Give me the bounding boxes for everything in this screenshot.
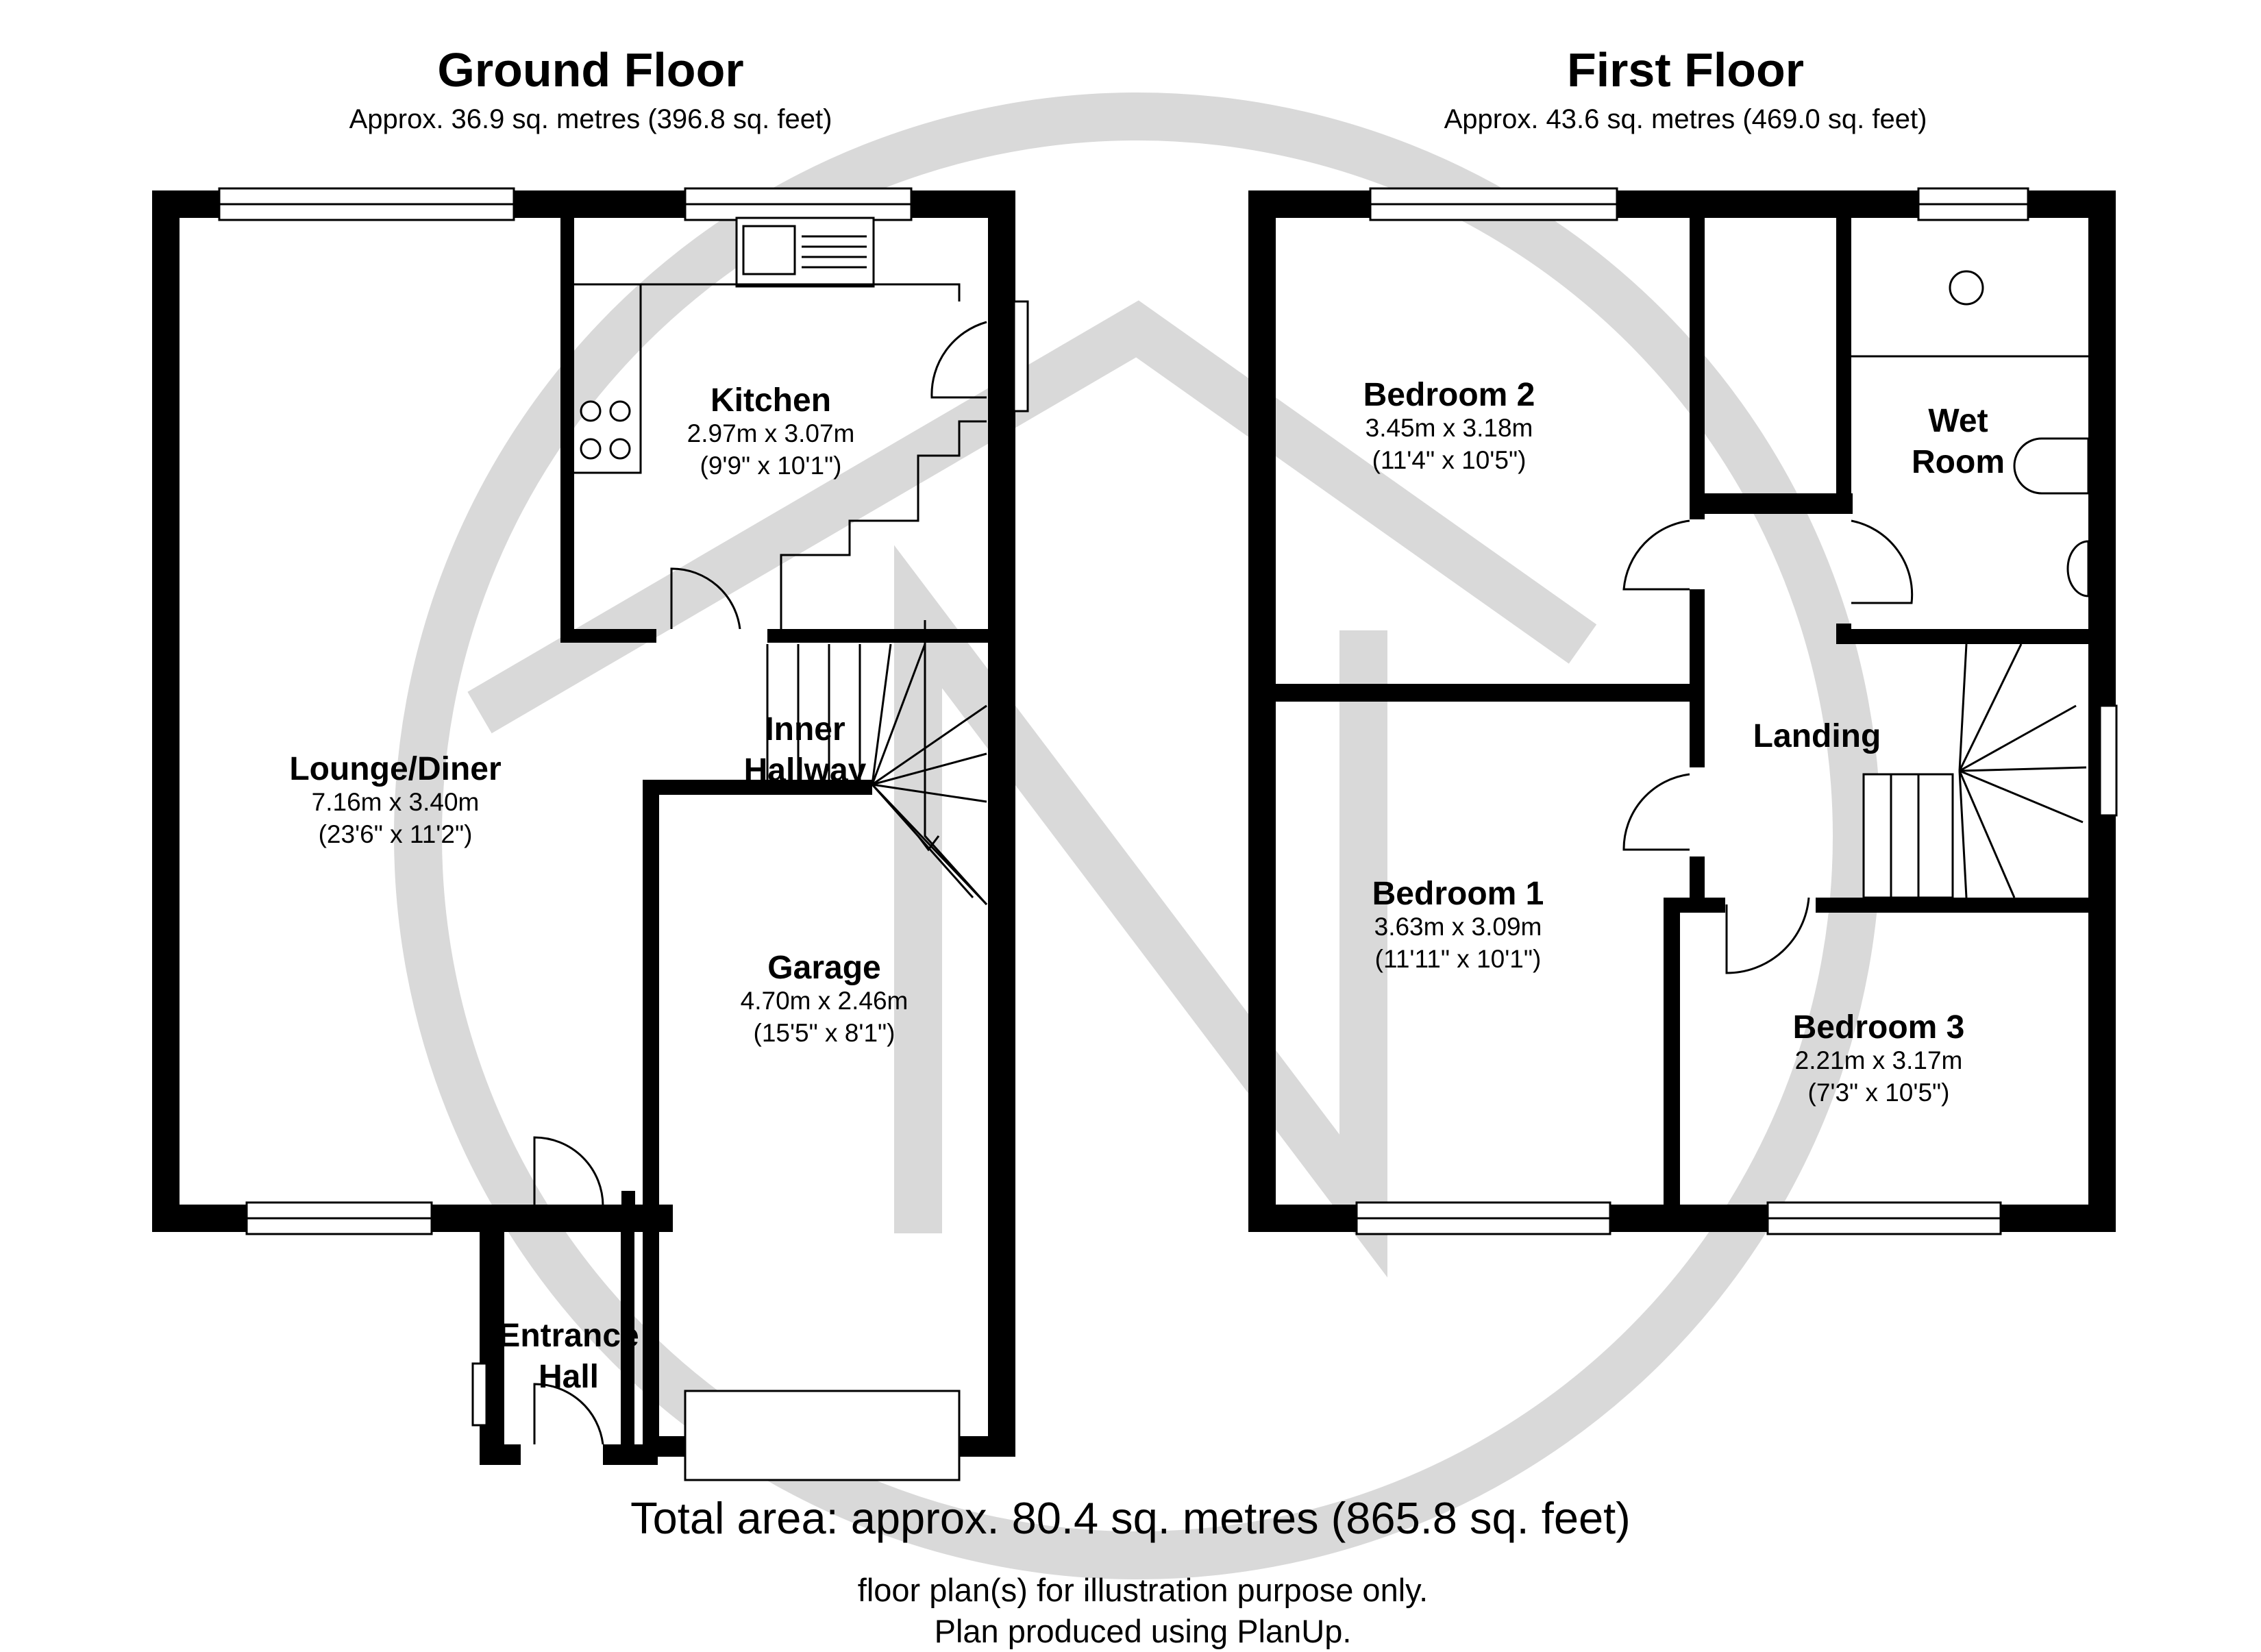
room-bedroom-2-name: Bedroom 2 bbox=[1363, 377, 1535, 413]
room-garage-imperial: (15'5" x 8'1") bbox=[753, 1018, 895, 1047]
room-wet-room: Wet Room bbox=[1912, 401, 2005, 483]
room-bedroom-3-imperial: (7'3" x 10'5") bbox=[1807, 1078, 1950, 1107]
room-landing-name: Landing bbox=[1753, 718, 1881, 754]
room-bedroom-3-metric: 2.21m x 3.17m bbox=[1794, 1046, 1963, 1075]
ground-floor-details bbox=[218, 187, 1029, 1481]
room-entrance-hall-name-line1: Entrance bbox=[498, 1318, 639, 1354]
room-kitchen: Kitchen 2.97m x 3.07m (9'9" x 10'1") bbox=[687, 382, 855, 482]
room-kitchen-imperial: (9'9" x 10'1") bbox=[700, 451, 842, 480]
room-lounge-diner-name: Lounge/Diner bbox=[289, 751, 502, 787]
room-bedroom-2-imperial: (11'4" x 10'5") bbox=[1372, 445, 1527, 474]
room-landing: Landing bbox=[1753, 719, 1881, 754]
room-kitchen-name: Kitchen bbox=[710, 382, 832, 419]
room-inner-hallway-name-line1: Inner bbox=[765, 711, 845, 748]
room-lounge-diner-imperial: (23'6" x 11'2") bbox=[318, 819, 473, 848]
first-floor-title: First Floor bbox=[1566, 43, 1805, 97]
room-garage-metric: 4.70m x 2.46m bbox=[740, 987, 909, 1015]
room-inner-hallway: Inner Hallway bbox=[744, 709, 867, 791]
watermark-n bbox=[894, 545, 1387, 1278]
total-area: Total area: approx. 80.4 sq. metres (865… bbox=[630, 1493, 1631, 1543]
disclaimer-line-2: Plan produced using PlanUp. bbox=[934, 1613, 1352, 1649]
disclaimer-line-1: floor plan(s) for illustration purpose o… bbox=[857, 1572, 1429, 1608]
first-floor-area: Approx. 43.6 sq. metres (469.0 sq. feet) bbox=[1444, 104, 1927, 134]
room-garage-name: Garage bbox=[767, 950, 881, 986]
room-wet-room-name-line2: Room bbox=[1912, 444, 2005, 480]
room-entrance-hall-name-line2: Hall bbox=[538, 1359, 600, 1395]
room-inner-hallway-name-line2: Hallway bbox=[743, 752, 867, 789]
room-bedroom-2-metric: 3.45m x 3.18m bbox=[1365, 414, 1533, 443]
room-wet-room-name-line1: Wet bbox=[1928, 403, 1988, 439]
room-bedroom-1-imperial: (11'11" x 10'1") bbox=[1374, 944, 1542, 973]
room-bedroom-2: Bedroom 2 3.45m x 3.18m (11'4" x 10'5") bbox=[1363, 378, 1535, 476]
ground-floor-area: Approx. 36.9 sq. metres (396.8 sq. feet) bbox=[349, 104, 832, 134]
watermark-roof bbox=[467, 300, 1597, 734]
room-kitchen-metric: 2.97m x 3.07m bbox=[687, 419, 855, 448]
room-bedroom-1-metric: 3.63m x 3.09m bbox=[1374, 913, 1542, 941]
watermark-circle bbox=[394, 93, 1881, 1579]
room-bedroom-1-name: Bedroom 1 bbox=[1372, 876, 1544, 912]
room-lounge-diner-metric: 7.16m x 3.40m bbox=[311, 788, 480, 817]
room-bedroom-1: Bedroom 1 3.63m x 3.09m (11'11" x 10'1") bbox=[1372, 876, 1544, 975]
room-garage: Garage 4.70m x 2.46m (15'5" x 8'1") bbox=[740, 950, 909, 1049]
room-bedroom-3: Bedroom 3 2.21m x 3.17m (7'3" x 10'5") bbox=[1792, 1009, 1965, 1109]
first-floor-details bbox=[1355, 187, 2118, 1235]
watermark-logo bbox=[394, 93, 1881, 1579]
room-lounge-diner: Lounge/Diner 7.16m x 3.40m (23'6" x 11'2… bbox=[289, 752, 501, 850]
room-bedroom-3-name: Bedroom 3 bbox=[1792, 1009, 1965, 1046]
ground-floor-title: Ground Floor bbox=[437, 43, 744, 97]
room-entrance-hall: Entrance Hall bbox=[498, 1316, 639, 1398]
